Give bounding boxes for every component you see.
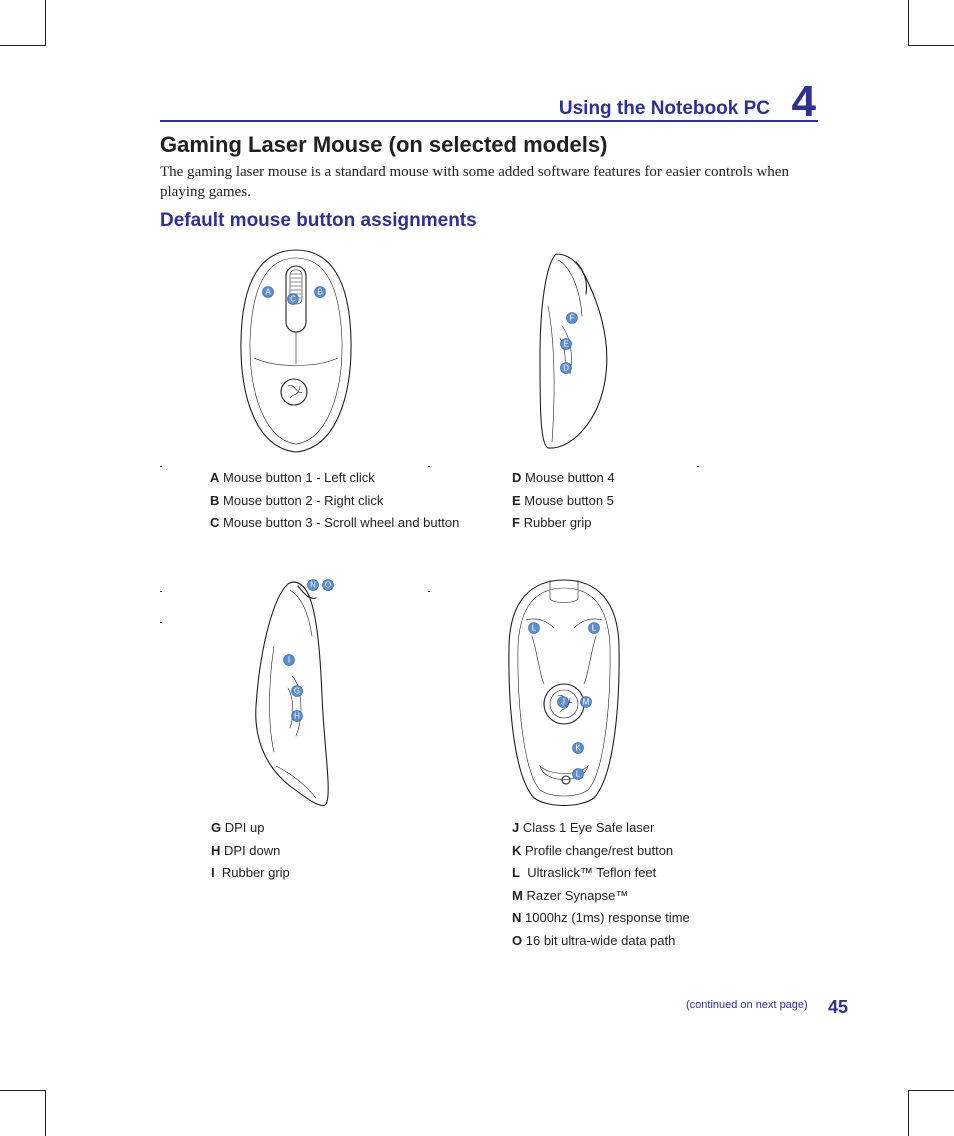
legend-key: F (512, 515, 520, 530)
legend-bottom-right: J Class 1 Eye Safe laser K Profile chang… (512, 817, 690, 952)
page-number: 45 (828, 997, 849, 1017)
legend-text: DPI down (224, 842, 281, 858)
legend-item: J Class 1 Eye Safe laser (512, 817, 690, 840)
legend-text: Razer Synapse™ (526, 887, 629, 903)
legend-text: Profile change/rest button (525, 842, 674, 858)
legend-key: N (512, 910, 522, 925)
legend-top-left: A Mouse button 1 - Left click B Mouse bu… (210, 467, 459, 535)
divider-mark (160, 622, 162, 623)
legend-key: H (211, 842, 221, 858)
legend-item: D Mouse button 4 (512, 467, 615, 490)
page-header: Using the Notebook PC 4 (160, 77, 818, 126)
legend-key: C (210, 515, 220, 530)
badge-label: I (288, 656, 290, 665)
crop-mark (0, 1090, 46, 1091)
crop-mark (908, 1090, 954, 1091)
crop-mark (0, 45, 46, 46)
badge-label: L (532, 624, 537, 633)
badge-group: F E D (560, 312, 578, 374)
divider-mark (697, 466, 699, 467)
legend-item: I Rubber grip (211, 862, 290, 885)
badge-label: O (325, 581, 331, 590)
badge-group: N O I G H (283, 579, 334, 722)
legend-key: L (512, 865, 520, 880)
legend-text: Rubber grip (221, 865, 290, 880)
badge-label: L (576, 770, 581, 779)
legend-key: E (512, 492, 521, 508)
legend-text: Mouse button 2 - Right click (223, 492, 384, 508)
legend-key: D (512, 470, 522, 485)
subsection-title: Default mouse button assignments (160, 210, 477, 231)
section-title: Gaming Laser Mouse (on selected models) (160, 132, 608, 157)
legend-key: A (210, 470, 220, 485)
badge-label: N (310, 581, 316, 590)
legend-key: I (211, 865, 215, 880)
legend-key: K (512, 842, 522, 858)
legend-item: C Mouse button 3 - Scroll wheel and butt… (210, 512, 459, 535)
chapter-number: 4 (791, 77, 816, 126)
badge-label: B (317, 288, 322, 297)
legend-key: M (512, 887, 523, 903)
legend-text: Rubber grip (523, 515, 592, 530)
legend-text: 16 bit ultra-wide data path (525, 932, 676, 948)
badge-label: J (561, 698, 565, 707)
badge-label: F (570, 314, 575, 323)
continued-note: (continued on next page) (686, 999, 808, 1011)
badge-label: H (294, 712, 300, 721)
legend-item: G DPI up (211, 817, 290, 840)
badge-label: C (290, 295, 296, 304)
crop-mark (45, 1090, 46, 1136)
legend-text: Class 1 Eye Safe laser (522, 820, 655, 835)
legend-text: Mouse button 4 (525, 470, 615, 485)
mouse-left-side-figure: F E D (539, 253, 608, 449)
legend-item: A Mouse button 1 - Left click (210, 467, 459, 490)
legend-item: E Mouse button 5 (512, 490, 615, 513)
divider-mark (160, 591, 162, 592)
legend-item: O 16 bit ultra-wide data path (512, 930, 690, 953)
legend-item: M Razer Synapse™ (512, 885, 690, 908)
badge-group: L L J M K L (528, 622, 600, 780)
crop-mark (908, 0, 909, 46)
divider-mark (160, 466, 162, 467)
legend-text: Mouse button 1 - Left click (223, 470, 375, 485)
legend-item: N 1000hz (1ms) response time (512, 907, 690, 930)
legend-key: O (512, 932, 523, 948)
divider-mark (428, 466, 430, 467)
legend-key: J (512, 820, 520, 835)
legend-key: B (210, 492, 220, 508)
divider-mark (428, 591, 430, 592)
legend-item: L Ultraslick™ Teflon feet (512, 862, 690, 885)
mouse-right-side-figure: N O I G H (255, 579, 334, 806)
crop-mark (45, 0, 46, 46)
badge-label: K (575, 744, 581, 753)
badge-label: D (563, 364, 569, 373)
badge-label: E (563, 340, 568, 349)
mouse-bottom-view-figure: L L J M K L (508, 579, 620, 806)
badge-label: G (294, 687, 300, 696)
badge-group: A B C (262, 286, 326, 305)
legend-top-right: D Mouse button 4 E Mouse button 5 F Rubb… (512, 467, 615, 535)
legend-item: B Mouse button 2 - Right click (210, 490, 459, 513)
legend-text: Mouse button 5 (524, 492, 614, 508)
legend-key: G (211, 820, 222, 835)
crop-mark (908, 1090, 909, 1136)
badge-label: M (583, 698, 590, 707)
legend-item: H DPI down (211, 840, 290, 863)
intro-paragraph: The gaming laser mouse is a standard mou… (160, 164, 789, 200)
header-title: Using the Notebook PC (558, 98, 770, 119)
mouse-top-view-figure: A B C (240, 249, 352, 453)
legend-item: F Rubber grip (512, 512, 615, 535)
legend-bottom-left: G DPI up H DPI down I Rubber grip (211, 817, 290, 885)
badge-label: L (592, 624, 597, 633)
legend-text: Ultraslick™ Teflon feet (527, 865, 657, 880)
legend-text: DPI up (224, 820, 265, 835)
legend-text: 1000hz (1ms) response time (525, 910, 690, 925)
legend-item: K Profile change/rest button (512, 840, 690, 863)
header-rule (160, 120, 818, 122)
badge-label: A (265, 288, 271, 297)
crop-mark (908, 45, 954, 46)
legend-text: Mouse button 3 - Scroll wheel and button (223, 515, 460, 530)
